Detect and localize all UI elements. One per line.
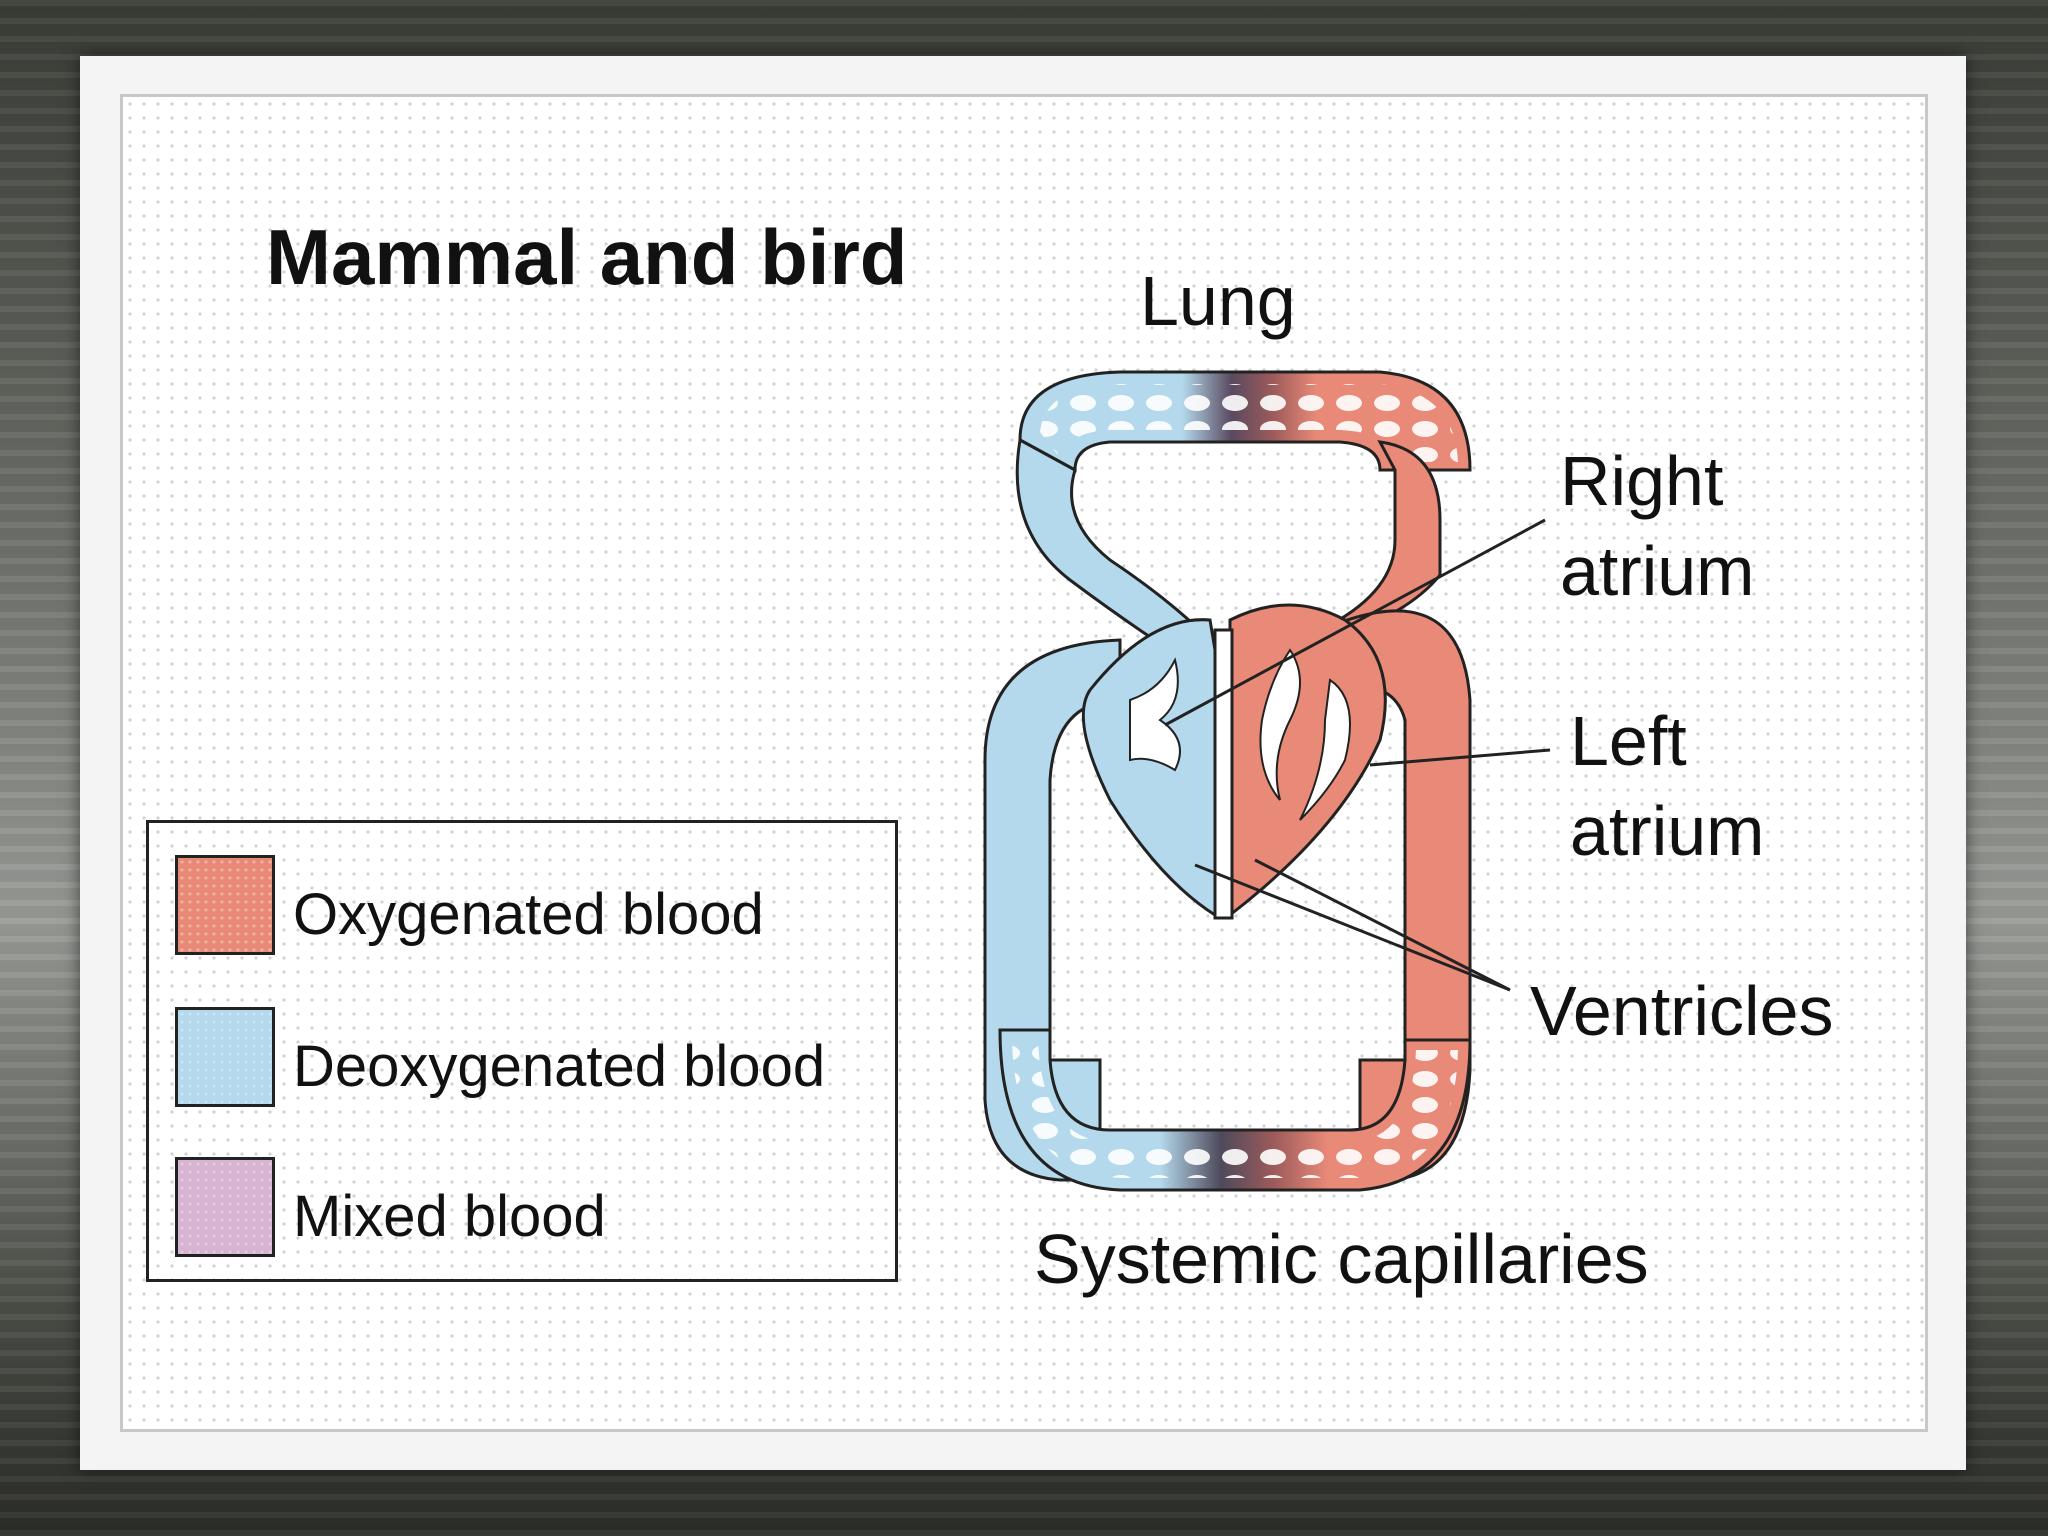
- label-right-atrium-line1: Right: [1560, 442, 1724, 520]
- legend-swatch-deoxygenated: [175, 1007, 275, 1107]
- septum: [1213, 628, 1234, 920]
- leader-ventricles-b: [1254, 858, 1511, 992]
- legend-swatch-mixed: [175, 1157, 275, 1257]
- leader-right-atrium: [1164, 518, 1546, 727]
- label-left-atrium-line1: Left: [1570, 702, 1687, 780]
- label-systemic-capillaries: Systemic capillaries: [1034, 1220, 1649, 1298]
- legend: Oxygenated blood Deoxygenated blood Mixe…: [146, 820, 898, 1282]
- legend-label-deoxygenated: Deoxygenated blood: [293, 1034, 826, 1099]
- legend-swatch-oxygenated: [175, 855, 275, 955]
- pulmonary-vein: [1329, 440, 1442, 627]
- right-ventricle: [1081, 618, 1217, 918]
- label-left-atrium-line2: atrium: [1570, 792, 1765, 870]
- figure-panel: [120, 94, 1928, 1432]
- leader-ventricles-a: [1194, 863, 1511, 992]
- label-lung: Lung: [1140, 262, 1296, 340]
- label-right-atrium-line2: atrium: [1560, 532, 1755, 610]
- legend-label-mixed: Mixed blood: [293, 1184, 606, 1249]
- left-ventricle: [1228, 603, 1387, 919]
- diagram-title: Mammal and bird: [266, 213, 908, 301]
- legend-label-oxygenated: Oxygenated blood: [293, 882, 764, 947]
- leader-left-atrium: [1369, 748, 1551, 767]
- label-ventricles: Ventricles: [1530, 972, 1834, 1050]
